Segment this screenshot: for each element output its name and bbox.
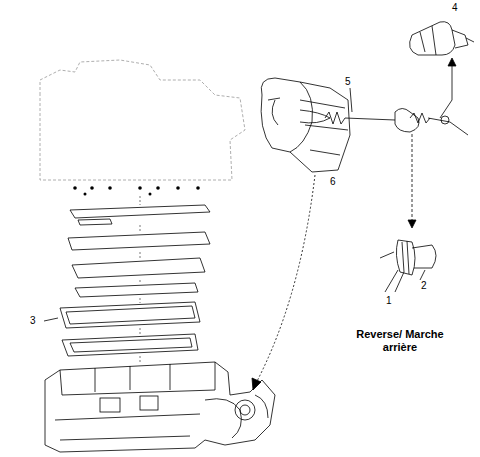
callout-number: 1 [386, 295, 392, 307]
engine-outline [40, 60, 245, 180]
spring-coil [325, 112, 345, 124]
arrowhead [252, 378, 261, 390]
caption-label: Reverse/ Marche arrière [355, 328, 445, 354]
jet-nozzle [410, 22, 474, 55]
leader-line [44, 318, 58, 321]
callout-number: 2 [421, 280, 427, 292]
arrowhead [448, 58, 456, 66]
bolts [73, 186, 200, 195]
reverse-gate [380, 240, 436, 275]
callout-number: 5 [345, 76, 351, 88]
leader-line [420, 270, 425, 280]
hull-jet-assembly [45, 362, 275, 452]
callout-number: 4 [452, 2, 458, 14]
pointer-arrow [452, 62, 453, 100]
reverse-lever [395, 100, 468, 135]
dotted-arrow [255, 175, 315, 385]
cable [345, 118, 395, 120]
callout-number: 3 [30, 315, 36, 327]
dashed-arrow [412, 134, 413, 222]
arrowhead [408, 220, 416, 228]
callout-number: 6 [330, 176, 336, 188]
leader-line [350, 88, 352, 112]
steering-console [261, 78, 350, 172]
guide-lines [140, 196, 141, 362]
leader-line [395, 272, 404, 292]
plate-stack [60, 205, 210, 356]
